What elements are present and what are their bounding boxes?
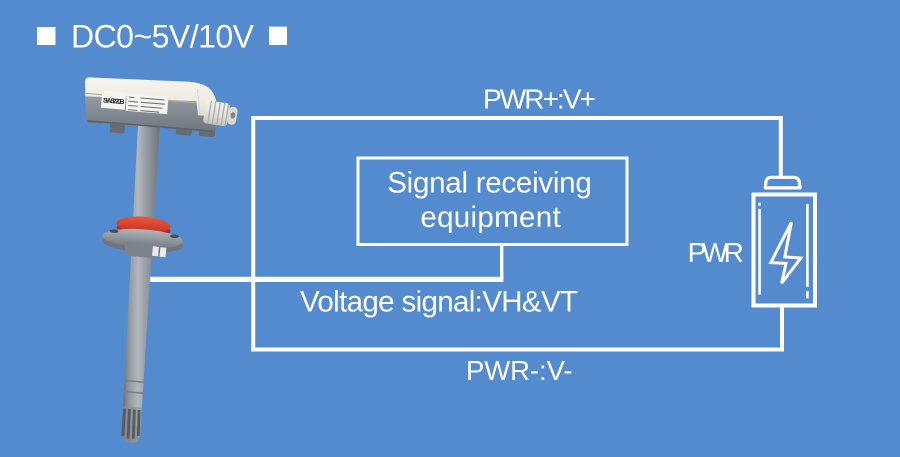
svg-text:PWR-:V-: PWR-:V-: [466, 355, 573, 386]
svg-text:PWR: PWR: [688, 237, 744, 268]
svg-text:DC0~5V/10V: DC0~5V/10V: [71, 19, 255, 55]
svg-text:PWR+:V+: PWR+:V+: [483, 84, 596, 115]
svg-text:Signal receiving: Signal receiving: [387, 167, 592, 200]
svg-text:SW3720B: SW3720B: [103, 97, 125, 106]
svg-text:Voltage signal:VH&VT: Voltage signal:VH&VT: [300, 285, 578, 318]
svg-text:equipment: equipment: [420, 201, 560, 234]
